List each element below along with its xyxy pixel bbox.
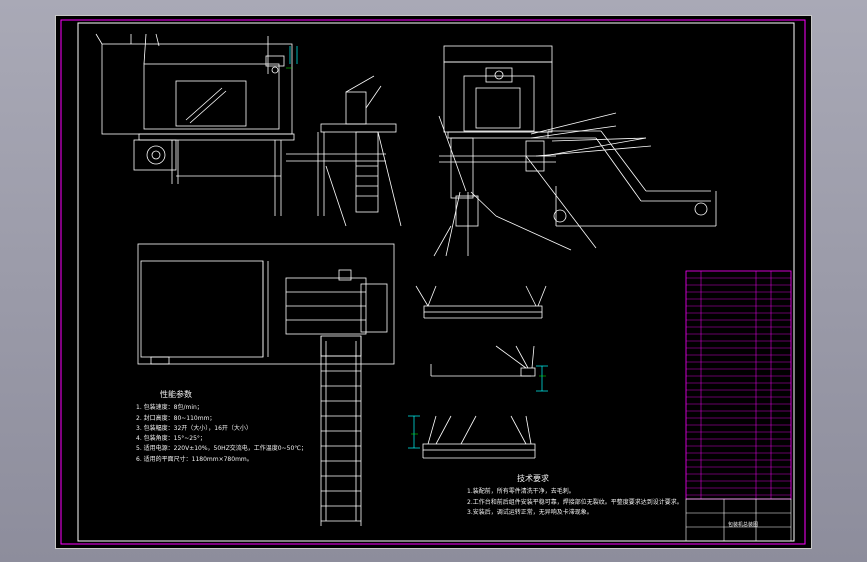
parts-list-table bbox=[685, 270, 792, 500]
performance-note-3: 3. 包装幅度：32开（大小），16开（大小） bbox=[136, 424, 252, 432]
assembly-drawing bbox=[60, 19, 806, 545]
side-elevation-view bbox=[433, 45, 717, 257]
leader-marks bbox=[286, 67, 546, 435]
title-block bbox=[685, 498, 792, 542]
technical-requirement-1: 1.装配前，所有零件清洗干净，去毛刺。 bbox=[467, 488, 575, 496]
inner-frame bbox=[77, 22, 795, 542]
technical-requirements-heading: 技术要求 bbox=[517, 474, 549, 483]
title-block-name: 包装机总装图 bbox=[728, 522, 759, 528]
detail-section-c bbox=[422, 415, 536, 459]
cad-viewport[interactable]: 性能参数 1. 包装速度：8包/min； 2. 封口高度：80~110mm； 3… bbox=[55, 15, 812, 549]
feed-conveyor bbox=[320, 336, 362, 526]
technical-requirements: 技术要求 1.装配前，所有零件清洗干净，去毛刺。 2.工作台和前后组件安装平稳可… bbox=[467, 474, 683, 518]
performance-notes: 性能参数 1. 包装速度：8包/min； 2. 封口高度：80~110mm； 3… bbox=[136, 390, 307, 465]
performance-note-1: 1. 包装速度：8包/min； bbox=[136, 404, 203, 412]
technical-requirement-3: 3.安装后，调试运转正常，无异响及卡滞现象。 bbox=[467, 508, 593, 516]
detail-section-a bbox=[415, 285, 547, 319]
performance-note-5: 5. 适用电源：220V±10%，50HZ交流电，工作温度0~50℃； bbox=[136, 445, 308, 453]
performance-notes-heading: 性能参数 bbox=[160, 390, 192, 399]
dimension-lines bbox=[289, 46, 548, 449]
detail-section-b bbox=[430, 345, 536, 377]
outer-sheet-border bbox=[60, 19, 806, 545]
performance-note-6: 6. 适用的平面尺寸：1180mm×780mm。 bbox=[136, 455, 253, 463]
front-elevation-view bbox=[95, 33, 402, 227]
technical-requirement-2: 2.工作台和前后组件安装平稳可靠，焊接部位无裂纹。平整度要求达到设计要求。 bbox=[467, 498, 683, 506]
performance-note-4: 4. 包装角度：15°~25°； bbox=[136, 435, 206, 443]
performance-note-2: 2. 封口高度：80~110mm； bbox=[136, 414, 216, 422]
